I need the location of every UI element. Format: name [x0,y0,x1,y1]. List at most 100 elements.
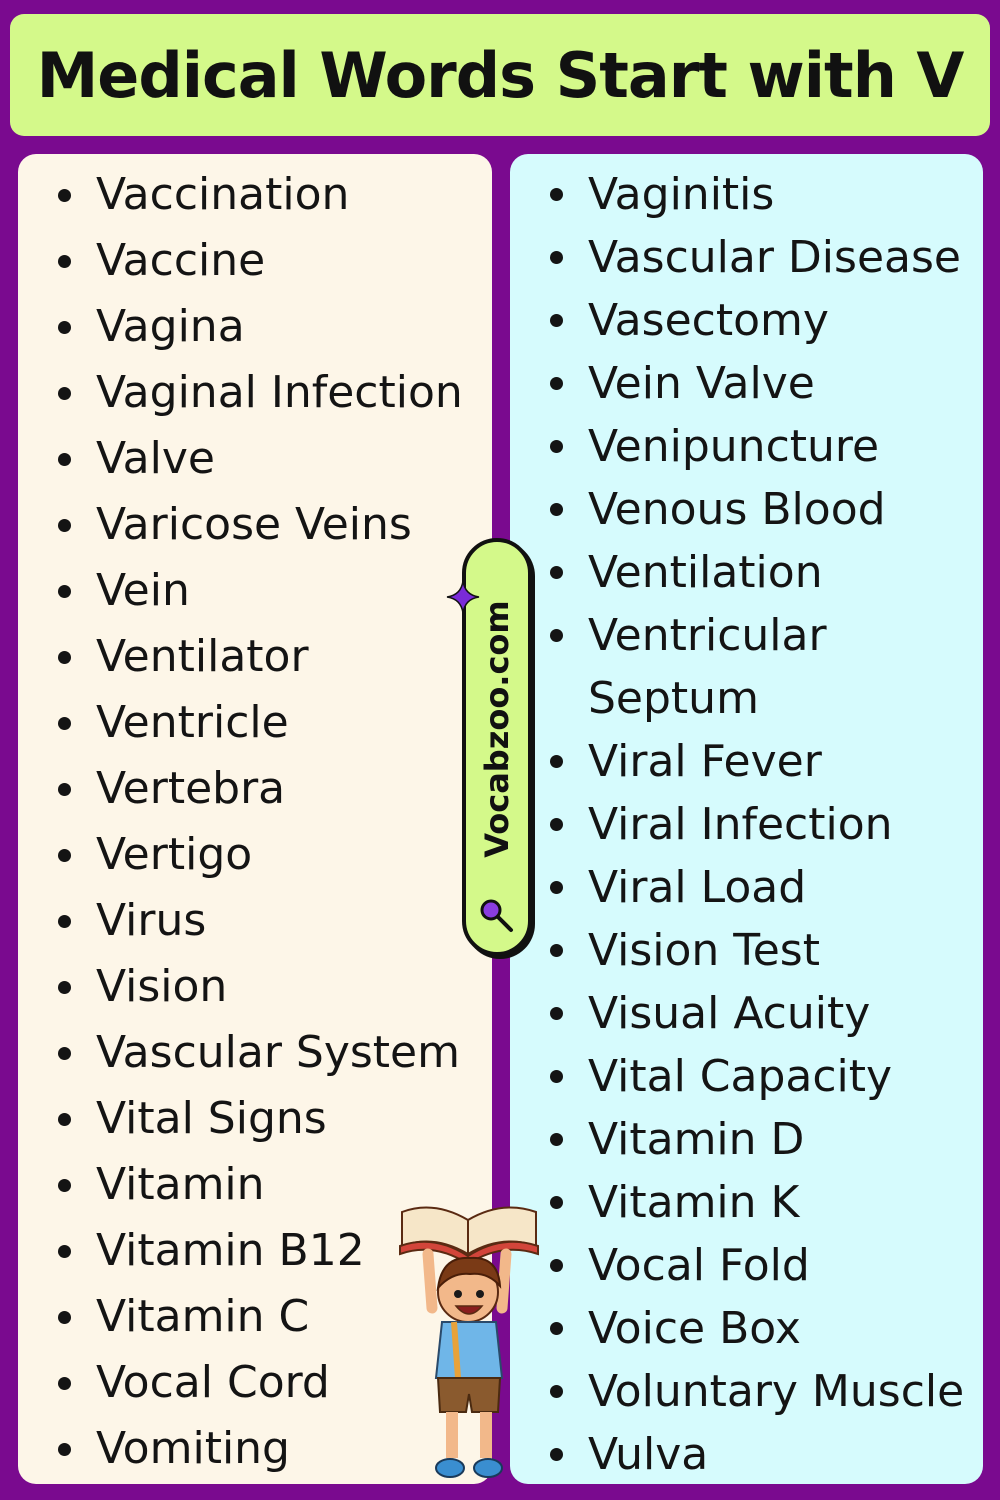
list-item: Viral Fever [550,730,980,793]
bullet-icon [58,585,71,598]
word-label: Vitamin [96,1159,265,1210]
list-item: Varicose Veins [58,492,463,558]
list-item: Viral Load [550,856,980,919]
bullet-icon [550,1448,563,1461]
word-label: Vaccination [96,169,350,220]
list-item: Vaginitis [550,163,980,226]
bullet-icon [550,1322,563,1335]
word-label: Visual Acuity [588,988,871,1039]
list-item: Vital Capacity [550,1045,980,1108]
right-word-list: Vaginitis Vascular Disease Vasectomy Vei… [550,163,980,1486]
bullet-icon [58,849,71,862]
bullet-icon [58,255,71,268]
list-item: Vitamin D [550,1108,980,1171]
word-label: Vein Valve [588,358,815,409]
list-item: Vascular System [58,1020,463,1086]
word-label: Virus [96,895,207,946]
word-label: Vitamin D [588,1114,805,1165]
bullet-icon [58,1047,71,1060]
sparkle-icon [446,580,480,614]
list-item: Voluntary Muscle [550,1360,980,1423]
bullet-icon [550,251,563,264]
list-item: Vasectomy [550,289,980,352]
word-label: Vasectomy [588,295,829,346]
word-label: Vaginal Infection [96,367,463,418]
list-item: Vitamin [58,1152,463,1218]
bullet-icon [550,629,563,642]
word-label: Venous Blood [588,484,886,535]
bullet-icon [550,755,563,768]
bullet-icon [58,453,71,466]
bullet-icon [58,651,71,664]
word-label: Valve [96,433,215,484]
list-item: Vaccine [58,228,463,294]
list-item: Vagina [58,294,463,360]
bullet-icon [550,1070,563,1083]
bullet-icon [550,314,563,327]
word-label: Vaccine [96,235,266,286]
list-item: Vitamin C [58,1284,463,1350]
list-item: Virus [58,888,463,954]
list-item: Vomiting [58,1416,463,1482]
left-word-panel: Vaccination Vaccine Vagina Vaginal Infec… [18,154,492,1484]
word-label: Vaginitis [588,169,775,220]
list-item: Vision Test [550,919,980,982]
bullet-icon [58,1179,71,1192]
list-item: Vaccination [58,162,463,228]
bullet-icon [550,377,563,390]
bullet-icon [58,189,71,202]
list-item: Ventricular Septum [550,604,988,730]
bullet-icon [550,1196,563,1209]
left-word-list: Vaccination Vaccine Vagina Vaginal Infec… [58,162,463,1482]
list-item: Vein [58,558,463,624]
word-label: Viral Fever [588,736,822,787]
list-item: Vertigo [58,822,463,888]
word-label: Viral Load [588,862,807,913]
list-item: Visual Acuity [550,982,980,1045]
list-item: Voice Box [550,1297,980,1360]
list-item: Vulva [550,1423,980,1486]
bullet-icon [58,387,71,400]
word-label: Vital Capacity [588,1051,893,1102]
bullet-icon [550,881,563,894]
list-item: Vascular Disease [550,226,980,289]
bullet-icon [550,1385,563,1398]
word-label: Vital Signs [96,1093,327,1144]
list-item: Vital Signs [58,1086,463,1152]
list-item: Vitamin B12 [58,1218,463,1284]
bullet-icon [58,1443,71,1456]
bullet-icon [58,717,71,730]
word-label: Ventilator [96,631,309,682]
bullet-icon [58,1377,71,1390]
list-item: Vaginal Infection [58,360,463,426]
list-item: Vocal Cord [58,1350,463,1416]
list-item: Vision [58,954,463,1020]
word-label: Vitamin K [588,1177,800,1228]
word-label: Vulva [588,1429,709,1480]
title-banner: Medical Words Start with V [10,14,990,136]
page-title: Medical Words Start with V [36,38,965,112]
word-label: Vomiting [96,1423,290,1474]
word-label: Venipuncture [588,421,880,472]
bullet-icon [58,321,71,334]
brand-label: Vocabzoo.com [478,600,516,858]
word-label: Vision Test [588,925,820,976]
word-label: Vocal Cord [96,1357,330,1408]
word-label: Vascular System [96,1027,460,1078]
list-item: Vein Valve [550,352,980,415]
word-label: Ventricle [96,697,289,748]
bullet-icon [550,188,563,201]
list-item: Vertebra [58,756,463,822]
word-label: Vertigo [96,829,253,880]
word-label: Voice Box [588,1303,801,1354]
list-item: Vitamin K [550,1171,980,1234]
list-item: Ventilator [58,624,463,690]
word-label: Vitamin B12 [96,1225,365,1276]
list-item: Viral Infection [550,793,980,856]
list-item: Venipuncture [550,415,980,478]
bullet-icon [58,915,71,928]
word-label: Vertebra [96,763,286,814]
list-item: Ventricle [58,690,463,756]
bullet-icon [550,503,563,516]
magnifier-icon [480,899,513,932]
